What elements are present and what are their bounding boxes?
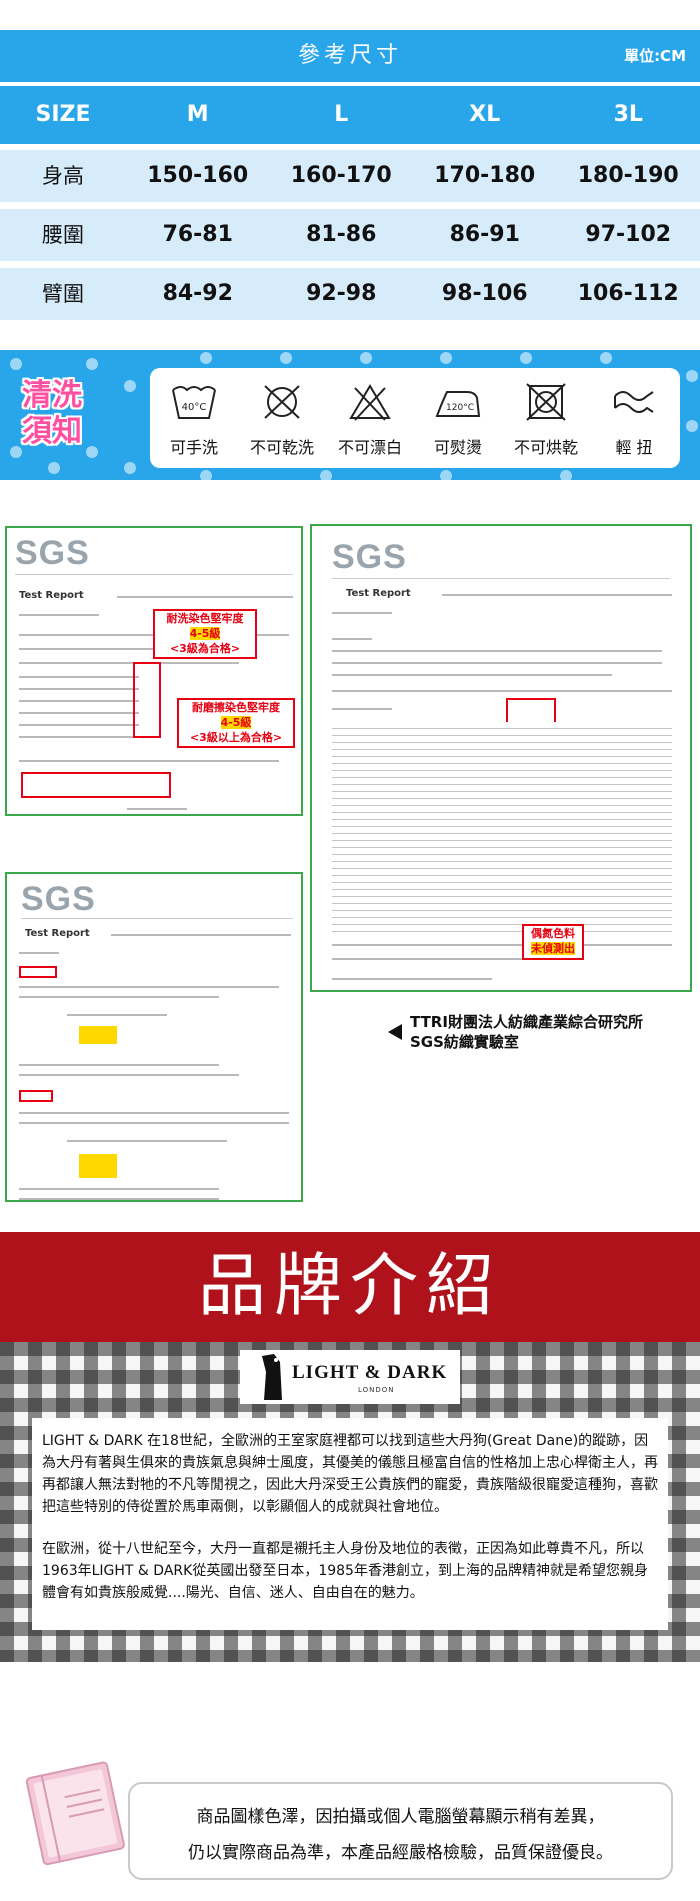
row-cell: 86-91 <box>449 222 520 247</box>
caption-arrow-icon <box>388 1024 402 1040</box>
header-cell: SIZE <box>35 102 91 127</box>
care-label: 不可漂白 <box>337 438 402 457</box>
row-cell: 97-102 <box>585 222 672 247</box>
iron-120-icon: 120°C <box>435 391 481 417</box>
row-cell: 76-81 <box>162 222 233 247</box>
sgs-logo: SGS <box>332 538 407 576</box>
size-row-height: 身高 150-160 160-170 170-180 180-190 <box>0 150 700 202</box>
care-title-line: 須知 <box>22 414 82 449</box>
report-caption: TTRI財團法人紡織產業綜合研究所 SGS紡織實驗室 <box>410 1013 643 1051</box>
header-cell: M <box>186 102 209 127</box>
size-chart-unit: 單位:CM <box>624 47 686 65</box>
gentle-wring-icon <box>614 391 654 413</box>
row-label: 臂圍 <box>42 282 84 306</box>
size-row-arm: 臂圍 84-92 92-98 98-106 106-112 <box>0 268 700 320</box>
test-report-3: SGS Test Report <box>5 872 303 1202</box>
header-cell: 3L <box>613 102 643 127</box>
sgs-logo: SGS <box>15 534 90 572</box>
brand-logo-sub: LONDON <box>358 1386 395 1394</box>
row-cell: 150-160 <box>147 163 249 188</box>
brand-paragraph: 在歐洲，從十八世紀至今，大丹一直都是襯托主人身份及地位的表徵，正因為如此尊貴不凡… <box>42 1541 648 1601</box>
row-cell: 170-180 <box>434 163 536 188</box>
size-row-waist: 腰圍 76-81 81-86 86-91 97-102 <box>0 209 700 261</box>
test-report-2: SGS Test Report 偶氮色料 未偵測出 <box>310 524 692 992</box>
row-cell: 92-98 <box>306 281 377 306</box>
care-label: 不可烘乾 <box>513 438 578 457</box>
care-item-hand-wash: 40°C 可手洗 <box>150 368 238 468</box>
care-item-iron: 120°C 可熨燙 <box>414 368 502 468</box>
care-title: 清洗 須知 <box>22 378 140 456</box>
header-cell: L <box>334 102 349 127</box>
dog-logo-icon <box>262 1354 282 1400</box>
hand-wash-40-icon: 40°C <box>172 386 216 419</box>
svg-text:120°C: 120°C <box>446 403 474 413</box>
row-cell: 160-170 <box>290 163 392 188</box>
care-title-line: 清洗 <box>22 378 82 413</box>
sgs-logo: SGS <box>21 880 96 918</box>
no-tumble-dry-icon <box>526 383 566 421</box>
no-dry-clean-icon <box>264 385 300 419</box>
care-label: 不可乾洗 <box>249 438 314 457</box>
notice-line: 仍以實際商品為準，本產品經嚴格檢驗，品質保證優良。 <box>188 1843 613 1863</box>
care-item-gentle-wring: 輕 扭 <box>590 368 678 468</box>
row-cell: 84-92 <box>162 281 233 306</box>
care-label: 可熨燙 <box>433 438 482 457</box>
size-chart-title-bar: 參考尺寸 單位:CM <box>0 30 700 82</box>
row-cell: 180-190 <box>577 163 679 188</box>
care-label: 輕 扭 <box>615 438 653 457</box>
brand-banner: 品牌介紹 <box>0 1232 700 1342</box>
notice-line: 商品圖樣色澤，因拍攝或個人電腦螢幕顯示稍有差異， <box>196 1807 605 1827</box>
row-label: 腰圍 <box>42 223 84 247</box>
notebook-icon <box>25 1761 125 1866</box>
azo-note: 偶氮色料 未偵測出 <box>522 924 584 960</box>
no-bleach-icon <box>349 384 391 421</box>
row-cell: 81-86 <box>306 222 377 247</box>
care-item-no-bleach: 不可漂白 <box>326 368 414 468</box>
row-cell: 98-106 <box>441 281 528 306</box>
brand-logo-name: LIGHT & DARK <box>292 1362 448 1383</box>
row-cell: 106-112 <box>577 281 679 306</box>
brand-logo: LIGHT & DARK LONDON <box>240 1350 460 1404</box>
care-label: 可手洗 <box>169 438 218 457</box>
care-item-no-dry-clean: 不可乾洗 <box>238 368 326 468</box>
row-label: 身高 <box>42 164 84 188</box>
header-cell: XL <box>469 102 501 127</box>
product-notice: 商品圖樣色澤，因拍攝或個人電腦螢幕顯示稍有差異， 仍以實際商品為準，本產品經嚴格… <box>128 1782 673 1880</box>
rub-fastness-note: 耐磨擦染色堅牢度 4-5級 <3級以上為合格> <box>177 698 295 748</box>
svg-text:40°C: 40°C <box>182 402 207 413</box>
size-chart-title: 參考尺寸 <box>297 43 402 68</box>
brand-title: 品牌介紹 <box>197 1247 502 1326</box>
care-icons-panel: 40°C 可手洗 不可乾洗 不可漂白 120°C 可熨燙 <box>150 368 680 468</box>
care-item-no-tumble-dry: 不可烘乾 <box>502 368 590 468</box>
size-chart-header: SIZE M L XL 3L <box>0 86 700 144</box>
test-report-1: SGS Test Report 耐洗染色堅牢度 4-5級 <3級為合格> 耐磨擦… <box>5 526 303 816</box>
brand-description: LIGHT & DARK 在18世紀，全歐洲的王室家庭裡都可以找到這些大丹狗(G… <box>32 1418 668 1630</box>
wash-fastness-note: 耐洗染色堅牢度 4-5級 <3級為合格> <box>153 609 257 659</box>
brand-paragraph: LIGHT & DARK 在18世紀，全歐洲的王室家庭裡都可以找到這些大丹狗(G… <box>42 1433 658 1515</box>
